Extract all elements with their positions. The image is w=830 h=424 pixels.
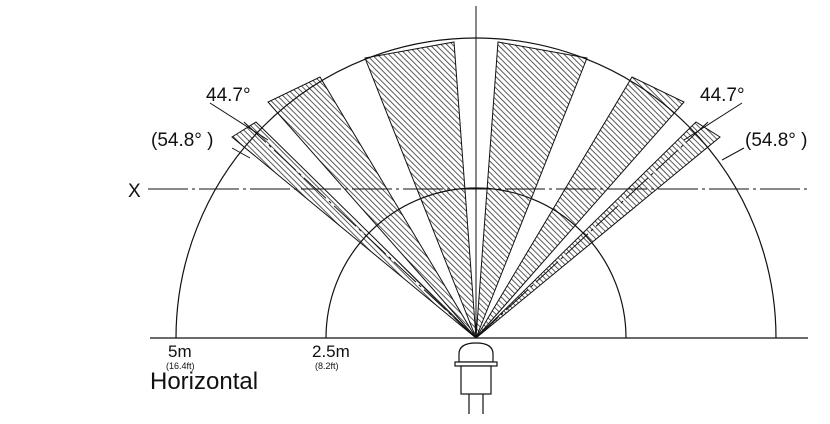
zone-5 xyxy=(475,76,685,339)
sensor-flange xyxy=(454,361,498,367)
left-44-leader xyxy=(209,102,269,141)
sensor-lens xyxy=(458,342,494,363)
zone-6 xyxy=(475,121,721,339)
near-distance-label: 2.5m xyxy=(312,342,350,361)
far-distance-label: 5m xyxy=(168,342,192,361)
pir-sensor xyxy=(454,342,498,414)
right-54-leader xyxy=(721,147,745,161)
near-distance-ft-label: (8.2ft) xyxy=(315,361,339,371)
sensor-body xyxy=(460,365,492,395)
right-outer-angle-label: (54.8° ) xyxy=(745,130,808,151)
right-44-leader xyxy=(683,102,743,141)
right-44-angle-line xyxy=(475,121,709,339)
left-outer-angle-label: (54.8° ) xyxy=(151,130,214,151)
zone-2 xyxy=(267,76,477,339)
orientation-caption: Horizontal xyxy=(150,368,259,395)
far-distance-ft-label: (16.4ft) xyxy=(166,361,195,371)
right-inner-angle-label: 44.7° xyxy=(700,85,745,106)
left-54-leader xyxy=(231,147,251,159)
zone-1 xyxy=(231,121,477,339)
left-inner-angle-label: 44.7° xyxy=(206,85,251,106)
left-44-angle-line xyxy=(243,121,477,339)
angle-lines xyxy=(209,102,745,339)
detection-zones xyxy=(231,41,721,339)
x-axis-label: X xyxy=(128,181,141,202)
